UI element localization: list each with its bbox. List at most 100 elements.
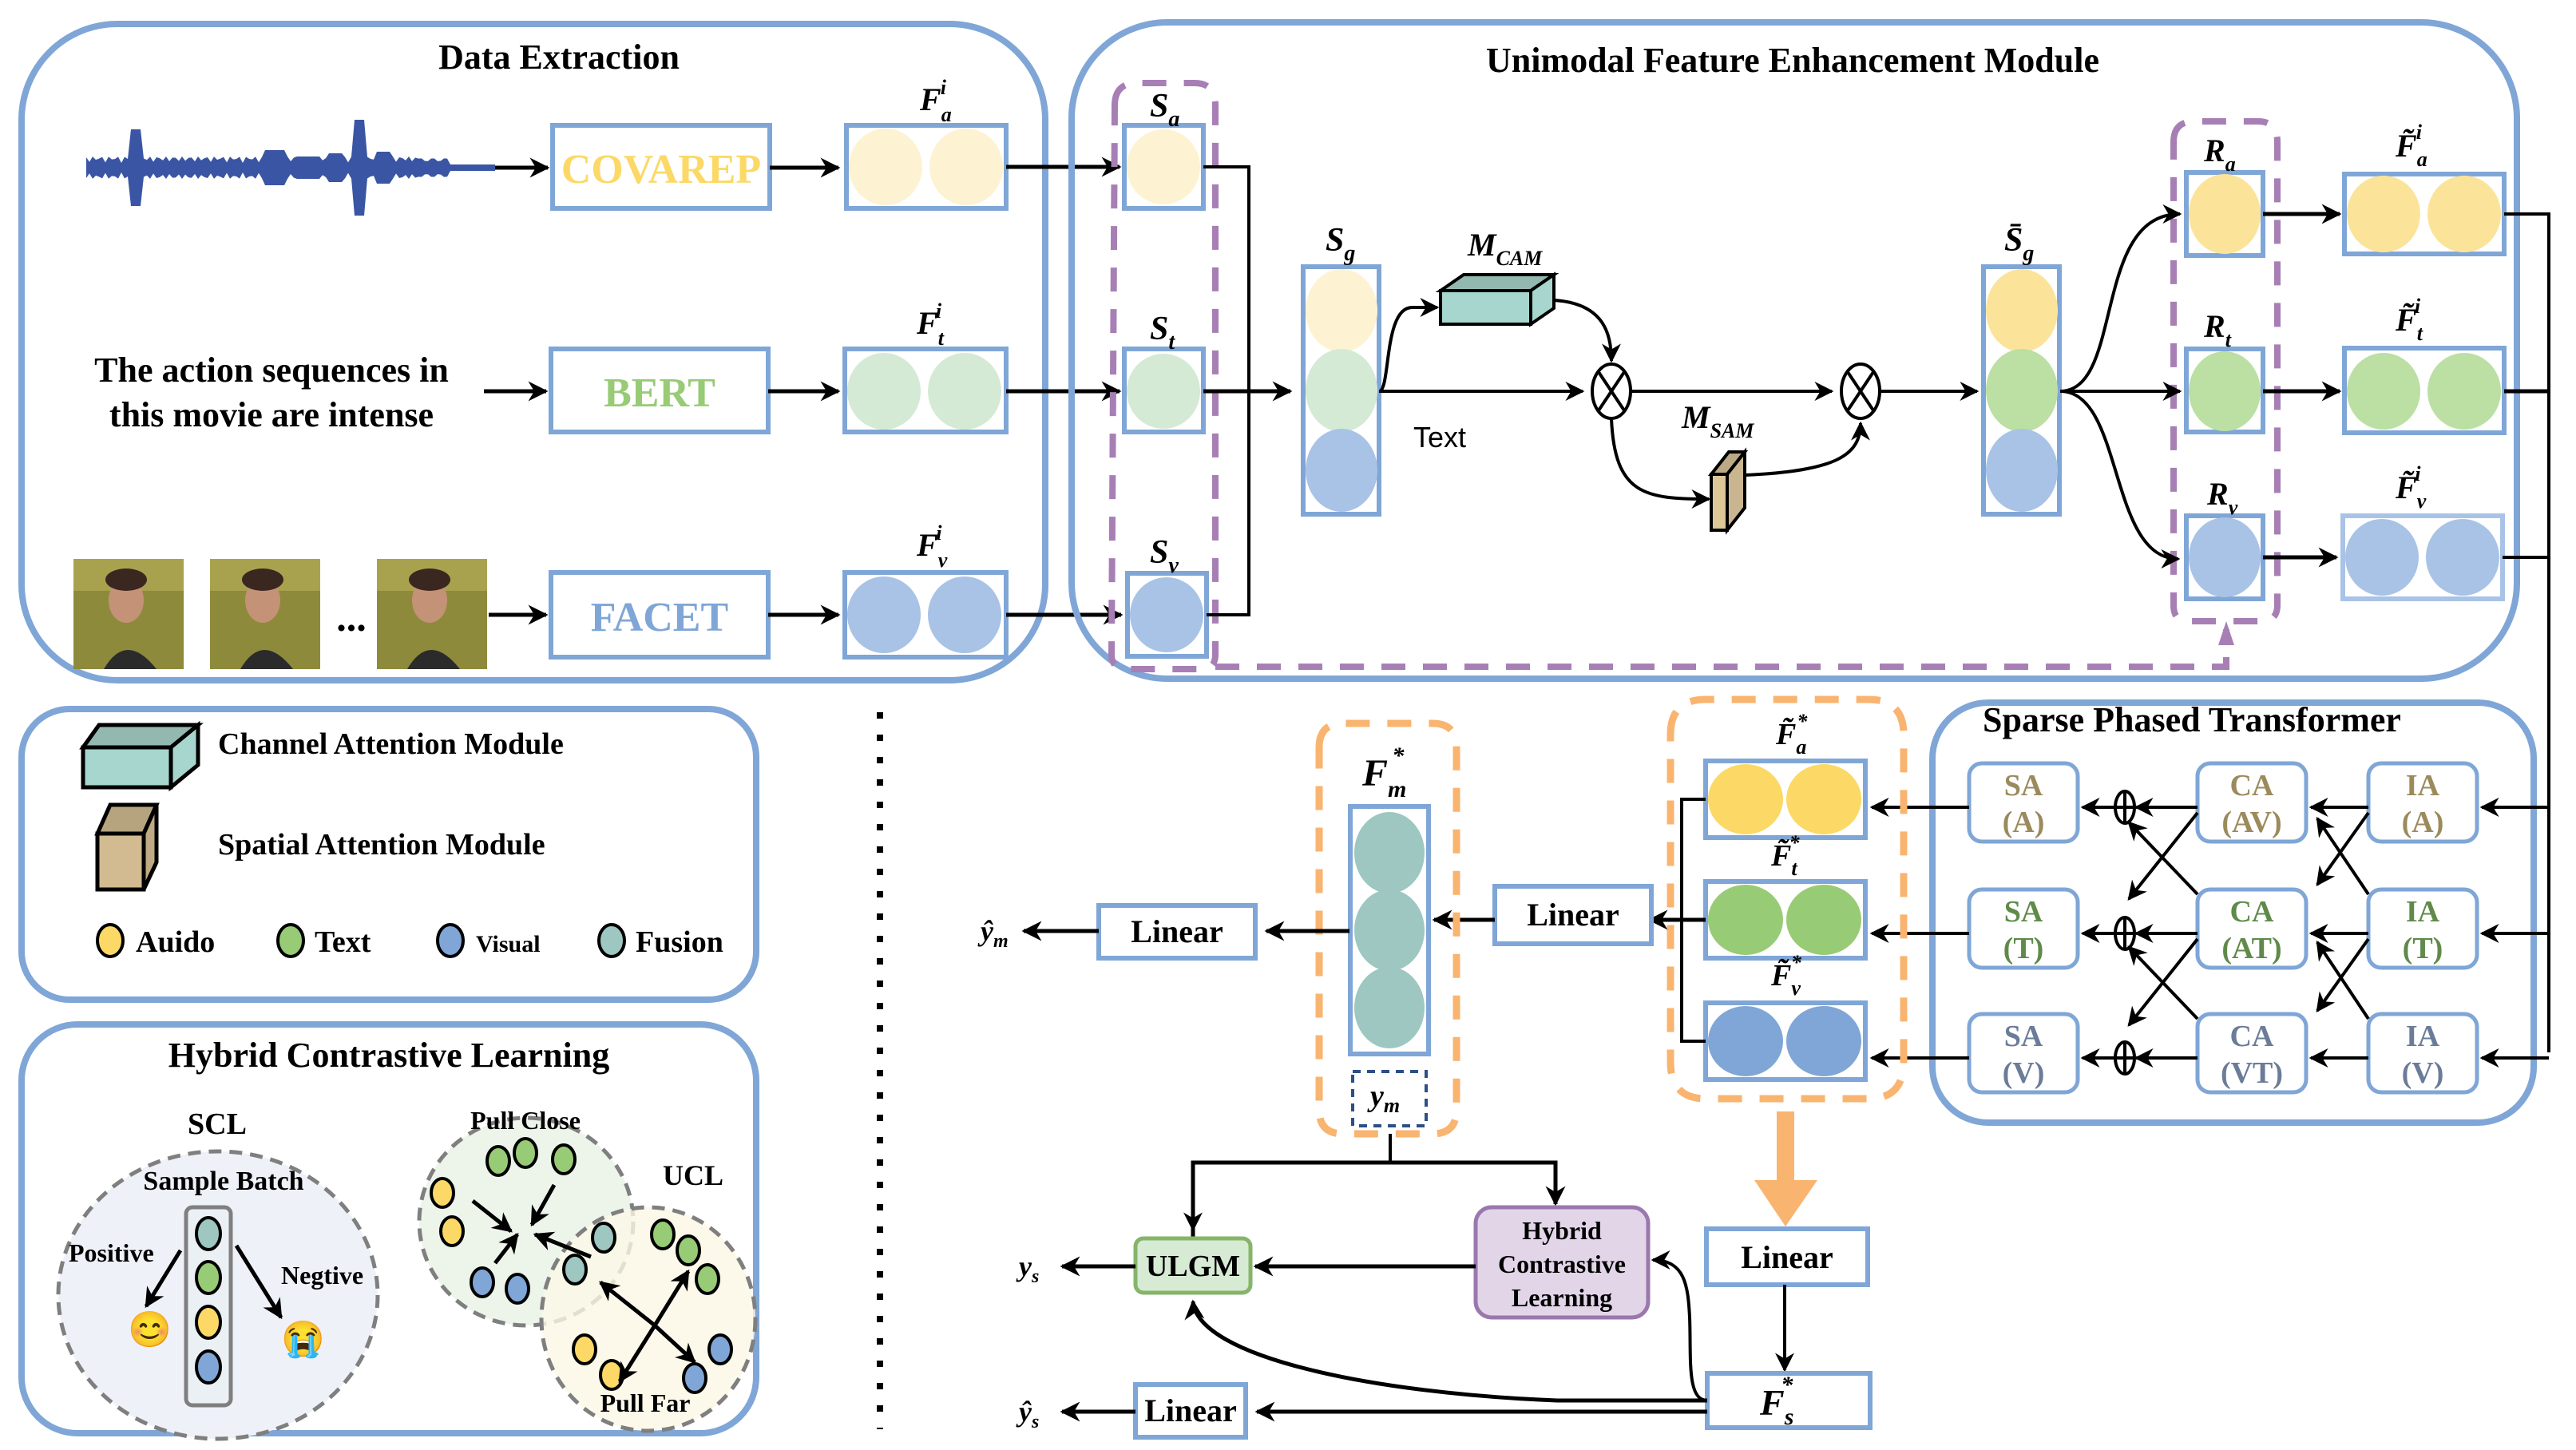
sample-batch-label: Sample Batch [143, 1167, 303, 1196]
facet-label: FACET [591, 595, 728, 640]
multiply-node-1 [1591, 362, 1632, 420]
f-tilde-star-v-box [1703, 1000, 1868, 1082]
legend-panel: Channel Attention Module Spatial Attenti… [18, 706, 759, 1003]
spt-ca-block: CA(AT) [2195, 887, 2308, 970]
feedback-dashed-path [1215, 629, 2229, 670]
linear-ym-label: Linear [1131, 913, 1223, 949]
s-t-label: St [1150, 311, 1175, 355]
r-a-box [2184, 170, 2265, 258]
spt-ia-name: IA [2406, 1020, 2440, 1053]
r-t-box [2184, 347, 2265, 434]
spt-sa-name: SA [2004, 769, 2043, 802]
spt-ca-name: CA [2230, 1020, 2274, 1053]
spt-ia-name: IA [2406, 769, 2440, 802]
spt-ca-name: CA [2230, 769, 2274, 802]
spt-sa-block: SA(V) [1967, 1012, 2080, 1095]
spt-frame [1929, 699, 2537, 1126]
svg-text:Fusion: Fusion [636, 925, 723, 959]
f-tilde-a-box [2342, 172, 2507, 256]
feature-fa-label: Fai [919, 76, 952, 126]
hcl-panel: Hybrid Contrastive Learning SCL Sample B… [18, 1021, 759, 1441]
f-tilde-star-a-box [1703, 759, 1868, 840]
input-sentence-line1: The action sequences in [94, 351, 449, 390]
negative-label: Negtive [281, 1261, 363, 1290]
s-v-label: Sv [1150, 534, 1179, 578]
orange-arrow-head-icon [1754, 1180, 1817, 1226]
video-frames: ... [73, 559, 487, 669]
spt-sa-modality: (V) [2003, 1056, 2045, 1090]
data-extraction-frame [18, 21, 1048, 683]
spt-ia-name: IA [2406, 895, 2440, 929]
fs-box [1705, 1371, 1873, 1430]
input-sentence-line2: this movie are intense [109, 395, 434, 434]
spt-ia-block: IA(V) [2366, 1012, 2479, 1095]
hcl-title: Hybrid Contrastive Learning [168, 1036, 609, 1075]
spt-sa-name: SA [2004, 895, 2043, 929]
hcl-box-line1: Hybrid [1522, 1216, 1602, 1245]
spt-ca-name: CA [2230, 895, 2274, 929]
r-t-label: Rt [2203, 308, 2232, 351]
spt-ca-modality: (AV) [2221, 806, 2281, 839]
ucl-label: UCL [663, 1159, 723, 1191]
hcl-box-line3: Learning [1512, 1283, 1612, 1312]
data-extraction-panel: Data Extraction COVAREP The action seque… [18, 21, 1124, 683]
ys-label: ys [1016, 1250, 1039, 1287]
add-node-icon [2114, 916, 2136, 951]
legend-frame [18, 706, 759, 1003]
feature-fv [842, 570, 1009, 660]
spt-ia-modality: (V) [2402, 1056, 2444, 1090]
crying-face-icon: 😭 [281, 1320, 325, 1359]
fm-dashed [1315, 719, 1460, 1138]
linear-fusion-label: Linear [1527, 897, 1619, 933]
legend-item-visual: Visual [436, 923, 541, 958]
scl-label: SCL [188, 1107, 247, 1141]
spt-ca-modality: (AT) [2221, 932, 2281, 965]
spt-ia-modality: (T) [2403, 932, 2443, 965]
s-v-box [1125, 571, 1209, 659]
f-tilde-t-label: F̃ti [2395, 295, 2423, 345]
f-tilde-t-box [2342, 346, 2507, 435]
mcam-label: MCAM [1467, 227, 1543, 270]
happy-face-icon: 😊 [128, 1310, 172, 1349]
spt-ca-block: CA(VT) [2195, 1012, 2308, 1095]
frames-ellipsis: ... [336, 595, 367, 640]
audio-dot-icon [96, 923, 125, 958]
pull-far-label: Pull Far [600, 1389, 691, 1417]
data-extraction-title: Data Extraction [438, 38, 680, 77]
feedback-arrow-icon [2218, 621, 2234, 645]
ulgm-label: ULGM [1146, 1250, 1240, 1283]
f-tilde-v-box [2340, 513, 2505, 601]
feature-ft-label: Fti [916, 299, 945, 350]
f-tilde-star-a-label: F̃a* [1775, 710, 1808, 759]
ufem-panel: Unimodal Feature Enhancement Module Sa S… [1068, 19, 2550, 1052]
text-dot-icon [276, 923, 305, 958]
f-tilde-star-t-box [1703, 879, 1868, 961]
s-g-box [1301, 264, 1381, 517]
ym-box [1351, 1070, 1428, 1127]
spt-ca-block: CA (AV) [2195, 761, 2308, 844]
svg-text:Visual: Visual [476, 931, 541, 957]
spt-ia-modality: (A) [2402, 806, 2444, 839]
legend-item-text: Text [276, 923, 371, 959]
f-tilde-v-label: F̃vi [2395, 462, 2427, 513]
video-frame-1 [73, 559, 184, 669]
video-frame-3 [377, 559, 487, 669]
spt-ia-block: IA (A) [2366, 761, 2479, 844]
spt-ia-block: IA(T) [2366, 887, 2479, 970]
spt-panel: Sparse Phased Transformer [1929, 699, 2537, 1126]
spt-sa-modality: (T) [2003, 932, 2044, 965]
bert-label: BERT [604, 370, 715, 416]
fusion-dot-icon [597, 923, 626, 958]
linear-fs-box [1704, 1226, 1870, 1287]
ucl-points [430, 1137, 733, 1394]
msam-label: MSAM [1681, 399, 1754, 442]
spt-sa-name: SA [2004, 1020, 2043, 1053]
text-label: Text [1413, 421, 1466, 454]
linear-ys-label: Linear [1144, 1393, 1237, 1428]
r-v-label: Rv [2206, 476, 2238, 519]
video-frame-2 [210, 559, 320, 669]
add-node-icon [2114, 1040, 2136, 1076]
pull-close-label: Pull Close [470, 1106, 581, 1135]
facet-box [549, 570, 771, 660]
covarep-label: COVAREP [561, 147, 761, 192]
